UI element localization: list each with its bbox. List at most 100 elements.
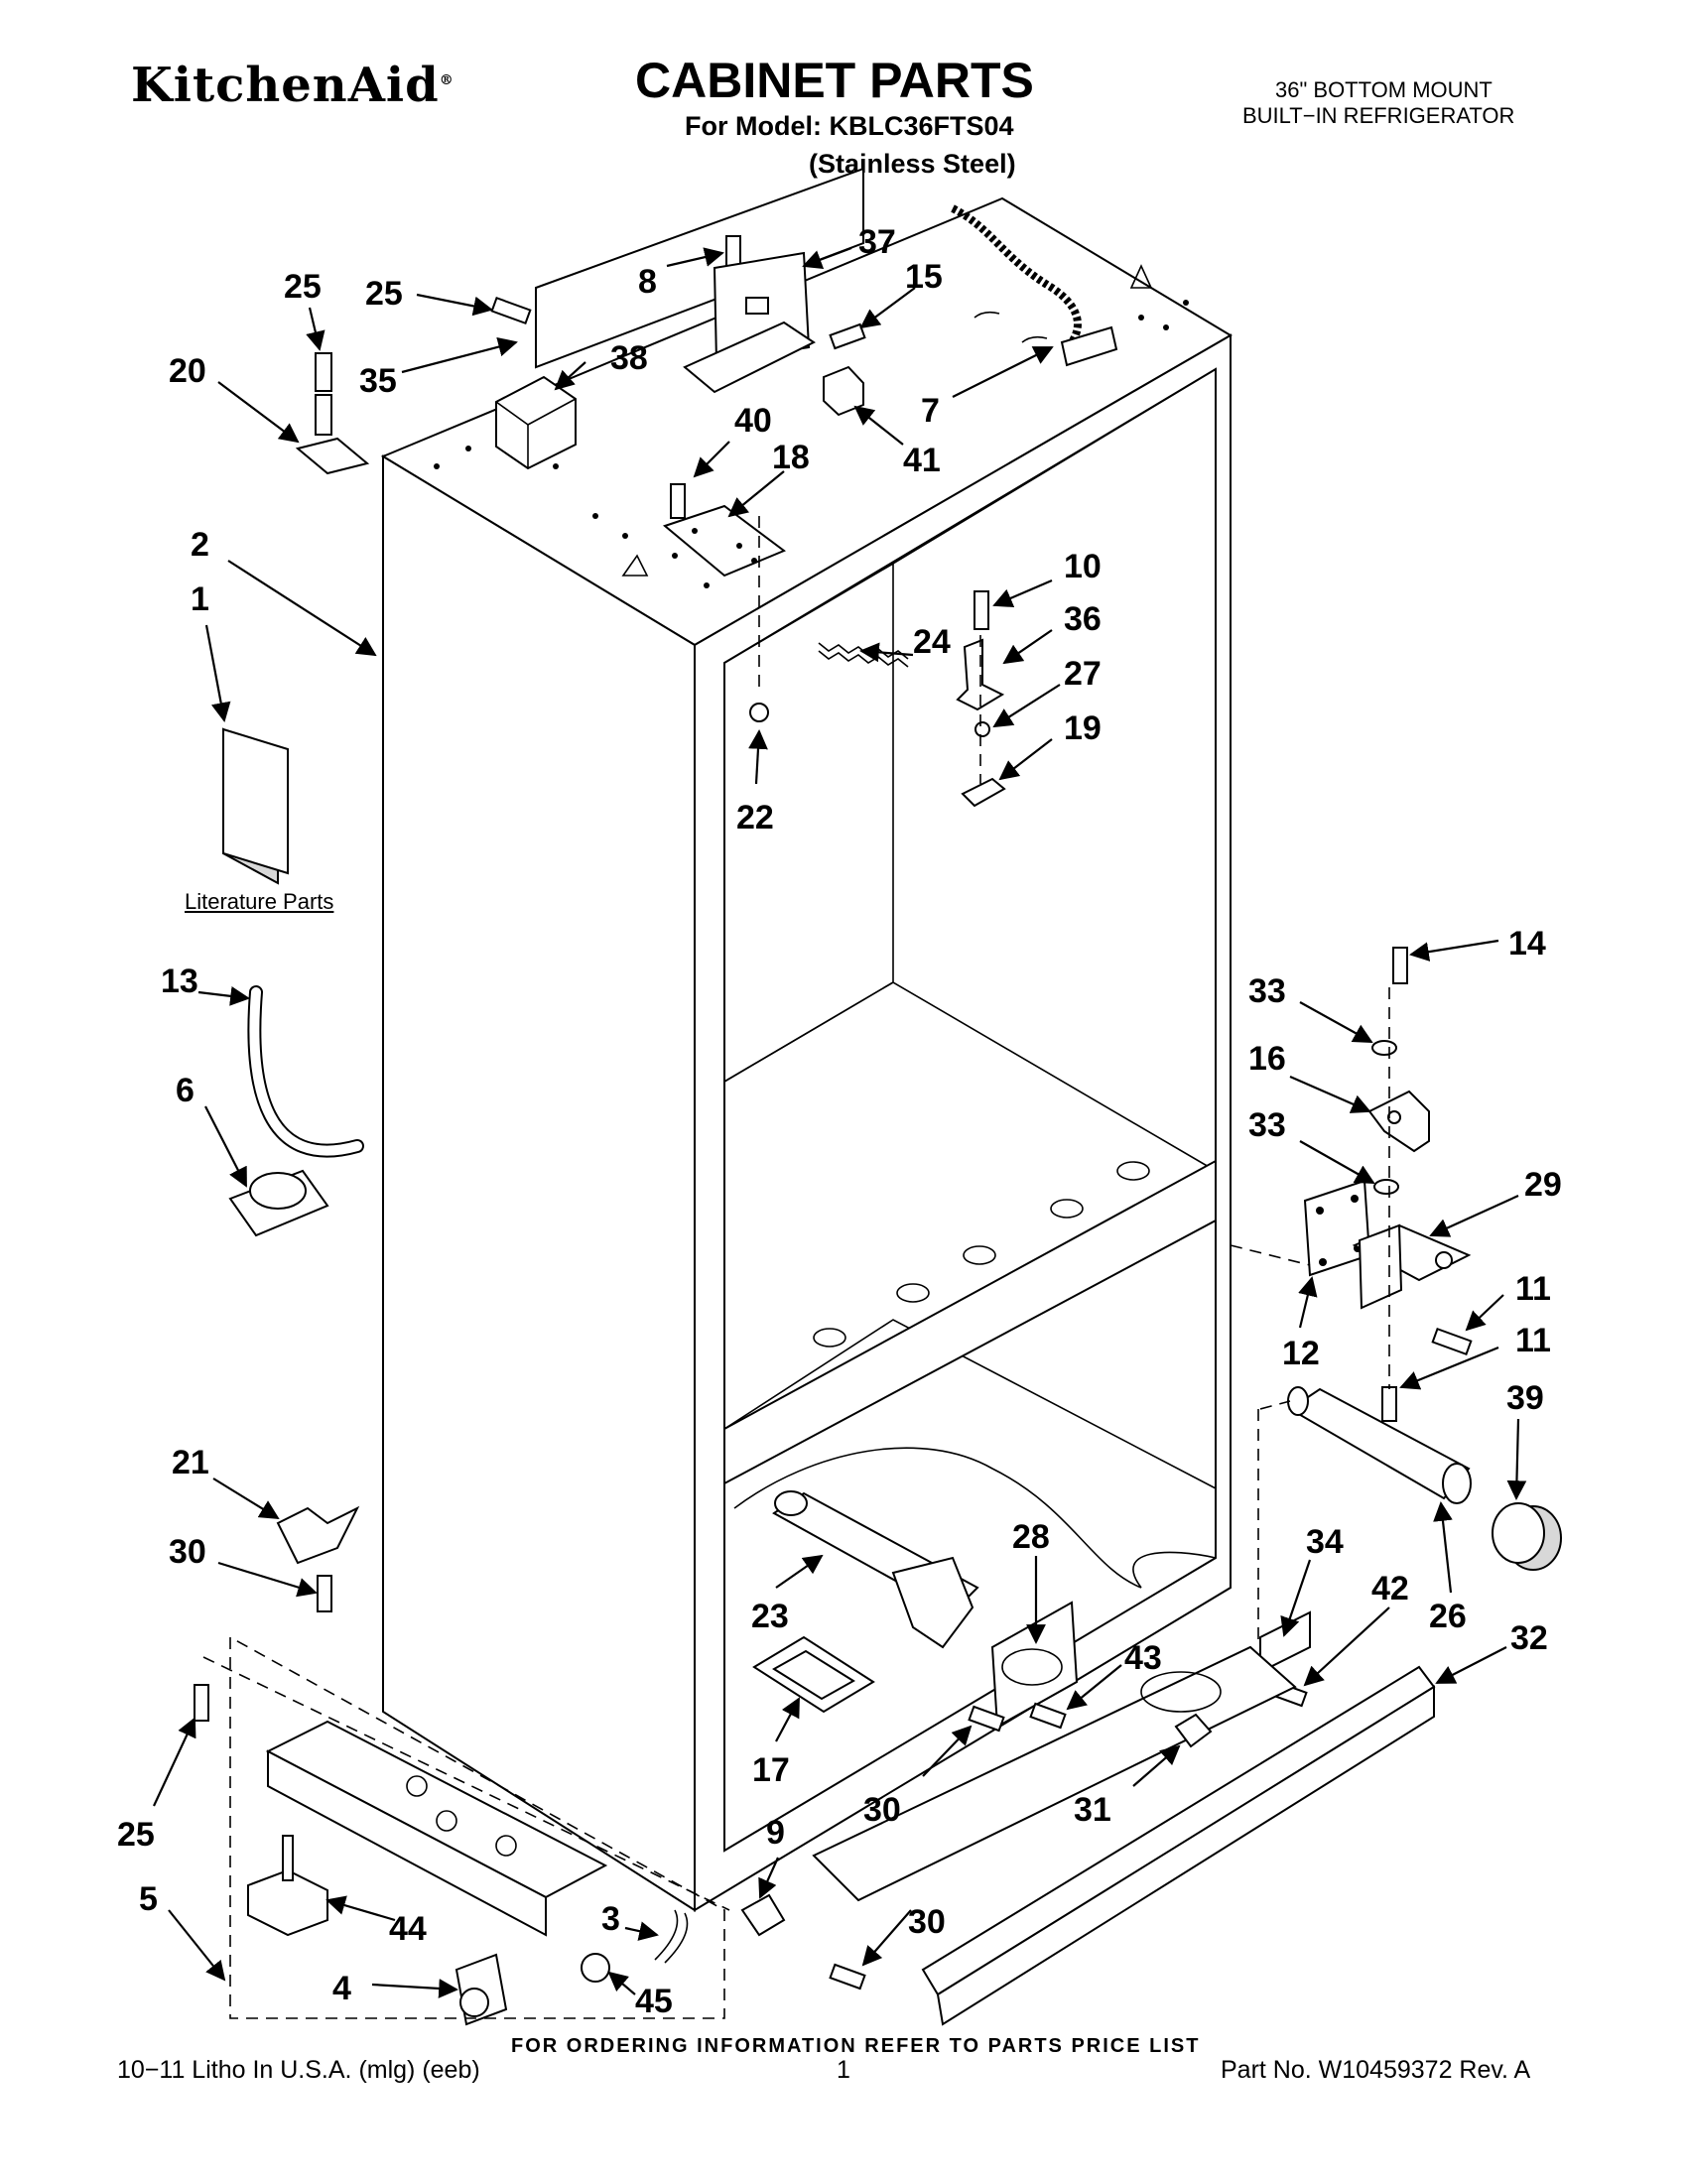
callout-6: 6 <box>176 1072 195 1109</box>
callout-17: 17 <box>752 1751 790 1789</box>
part-plate-18 <box>662 504 786 578</box>
part-bracket-21 <box>276 1505 360 1565</box>
part-clip-41 <box>823 365 864 417</box>
callout-34: 34 <box>1306 1523 1344 1561</box>
callout-44: 44 <box>389 1910 427 1948</box>
part-screw-11-top <box>1431 1327 1473 1356</box>
part-wire-harness-7 <box>951 204 1118 367</box>
callout-2: 2 <box>191 526 209 564</box>
brand-name: KitchenAid <box>131 58 440 113</box>
part-box-38 <box>495 375 577 470</box>
part-toe-grille <box>812 1645 1297 1902</box>
callout-29: 29 <box>1524 1166 1562 1204</box>
callout-40: 40 <box>734 402 772 440</box>
part-screw-30-mid <box>968 1705 1005 1733</box>
part-screw-25-top <box>315 352 332 392</box>
callout-21: 21 <box>172 1444 209 1481</box>
part-screw-11-bottom <box>1381 1386 1397 1422</box>
part-hinge-29 <box>1352 1223 1472 1310</box>
callout-10: 10 <box>1064 548 1102 585</box>
part-filter-housing-26 <box>1287 1386 1472 1504</box>
callout-11-top: 11 <box>1515 1270 1551 1308</box>
callout-4: 4 <box>332 1970 351 2007</box>
part-clip-9 <box>740 1893 786 1937</box>
callout-19: 19 <box>1064 709 1102 747</box>
callout-24: 24 <box>913 623 951 661</box>
part-tray-17 <box>752 1635 875 1714</box>
callout-25-top: 25 <box>284 268 322 306</box>
part-screw-30-bottom <box>829 1963 866 1991</box>
callout-11-bottom: 11 <box>1515 1322 1551 1359</box>
part-screw-10 <box>974 590 989 630</box>
part-retainer-45 <box>581 1953 610 1983</box>
callout-5: 5 <box>139 1880 158 1918</box>
part-support-rail-5 <box>265 1720 608 1937</box>
finish-line: (Stainless Steel) <box>809 149 1016 179</box>
leader-lines <box>153 246 1527 1998</box>
product-description-line2: BUILT−IN REFRIGERATOR <box>1242 103 1515 128</box>
part-nut-22 <box>749 703 769 722</box>
callout-41: 41 <box>903 442 941 479</box>
callout-42: 42 <box>1371 1570 1409 1607</box>
callout-38: 38 <box>610 339 648 377</box>
callout-36: 36 <box>1064 600 1102 638</box>
callout-18: 18 <box>772 439 810 476</box>
callout-23: 23 <box>751 1598 789 1635</box>
part-kickplate-32 <box>921 1665 1436 2026</box>
callout-28: 28 <box>1012 1518 1050 1556</box>
callout-25-bottom: 25 <box>117 1816 155 1854</box>
part-hinge-16 <box>1367 1090 1430 1153</box>
callout-30-mid: 30 <box>863 1791 901 1829</box>
part-clip-31 <box>1174 1713 1213 1748</box>
ordering-note: FOR ORDERING INFORMATION REFER TO PARTS … <box>511 2035 1201 2057</box>
callout-45: 45 <box>635 1983 673 2020</box>
callout-13: 13 <box>161 963 198 1000</box>
callout-35: 35 <box>359 362 397 400</box>
callout-30-left: 30 <box>169 1533 206 1571</box>
part-screw-25-bottom <box>194 1684 209 1722</box>
part-washer-33-top <box>1371 1040 1397 1056</box>
part-literature-book <box>222 727 289 885</box>
part-screw-14 <box>1392 947 1408 984</box>
callout-20: 20 <box>169 352 206 390</box>
part-number: Part No. W10459372 Rev. A <box>1221 2056 1531 2084</box>
page-title: CABINET PARTS <box>635 53 1034 108</box>
callout-27: 27 <box>1064 655 1102 693</box>
callout-14: 14 <box>1508 925 1546 963</box>
callout-33-bottom: 33 <box>1248 1106 1286 1144</box>
part-clamp-20 <box>295 394 370 475</box>
part-cover-28 <box>990 1601 1079 1729</box>
part-screw-40 <box>670 483 686 519</box>
rear-top-panel <box>535 167 864 369</box>
cabinet-mullion <box>723 1159 1217 1485</box>
callout-43: 43 <box>1124 1639 1162 1677</box>
callout-39: 39 <box>1506 1379 1544 1417</box>
part-fan-duct-23 <box>772 1490 979 1649</box>
part-tube-clip <box>228 1169 329 1237</box>
part-drain-tube <box>247 985 364 1158</box>
rail-assembly-boundary <box>229 1636 725 2019</box>
callout-33-top: 33 <box>1248 972 1286 1010</box>
callout-3: 3 <box>601 1900 620 1938</box>
part-screw-25-rear <box>490 296 532 325</box>
callout-12: 12 <box>1282 1335 1320 1372</box>
callout-9: 9 <box>766 1814 785 1852</box>
callout-15: 15 <box>905 258 943 296</box>
product-description-line1: 36" BOTTOM MOUNT <box>1275 77 1493 102</box>
callout-7: 7 <box>921 392 940 430</box>
callout-32: 32 <box>1510 1619 1548 1657</box>
part-clip-3 <box>654 1909 689 1964</box>
literature-parts-label: Literature Parts <box>185 889 334 914</box>
callout-22: 22 <box>736 799 774 836</box>
brand-registered-mark: ® <box>439 72 454 88</box>
callout-31: 31 <box>1074 1791 1111 1829</box>
callout-25-rear: 25 <box>365 275 403 313</box>
part-screw-30-left <box>317 1575 332 1612</box>
part-roller-4 <box>454 1953 508 2026</box>
part-screw-15 <box>829 322 866 350</box>
part-plate-19 <box>961 777 1006 808</box>
callout-1: 1 <box>191 580 209 618</box>
part-screw-43 <box>1029 1702 1067 1730</box>
callout-labels: 25 25 20 35 38 8 37 15 7 41 40 18 2 1 10… <box>117 223 1562 2020</box>
